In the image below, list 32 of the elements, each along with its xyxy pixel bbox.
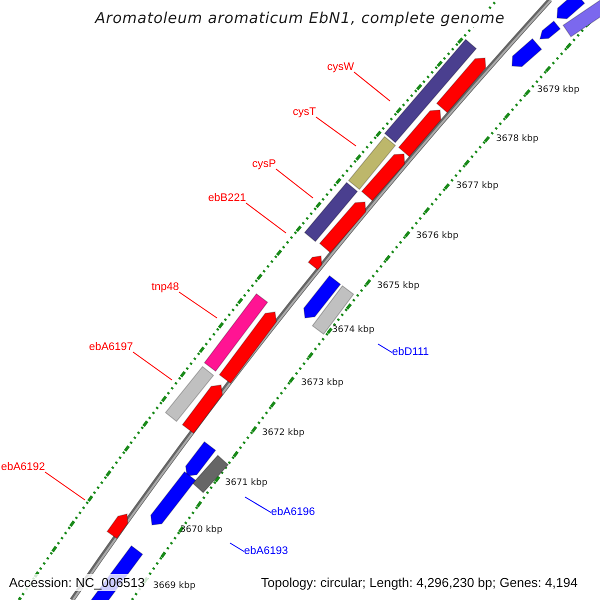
- leader-line: [132, 352, 172, 380]
- scale-label: 3676 kbp: [416, 232, 458, 241]
- map-title: Aromatoleum aromaticum EbN1, complete genome: [93, 10, 507, 27]
- leader-line: [316, 116, 356, 146]
- gene-label: ebA6196: [271, 507, 316, 518]
- leader-line: [378, 344, 392, 353]
- scale-label: 3674 kbp: [332, 326, 374, 335]
- leader-line: [244, 496, 272, 513]
- scale-label: 3675 kbp: [377, 282, 420, 291]
- gene-label: cysW: [327, 62, 354, 73]
- scale-label: 3677 kbp: [456, 182, 498, 191]
- footer-text: Accession: NC_006513: [6, 574, 148, 591]
- gene-label: ebA6193: [244, 546, 288, 557]
- scale-label: 3679 kbp: [537, 86, 580, 95]
- scale-label: 3669 kbp: [153, 582, 196, 591]
- scale-label: 3671 kbp: [225, 479, 268, 488]
- leader-line: [276, 168, 314, 198]
- gene-label: tnp48: [151, 282, 179, 293]
- gene-label: cysP: [252, 159, 276, 170]
- scale-label: 3672 kbp: [262, 429, 304, 438]
- gene-label: ebA6192: [0, 462, 45, 473]
- leader-line: [178, 292, 218, 318]
- leader-line: [354, 72, 390, 102]
- gene-label: ebB221: [208, 193, 246, 204]
- scale-label: 3678 kbp: [496, 135, 538, 144]
- leader-line: [246, 202, 286, 234]
- gene-label: ebD111: [392, 347, 429, 358]
- scale-label: 3673 kbp: [301, 379, 344, 388]
- gene-label: ebA6197: [88, 342, 133, 353]
- leader-line: [230, 542, 244, 552]
- gene-label: cysT: [292, 107, 316, 118]
- leader-line: [44, 472, 86, 500]
